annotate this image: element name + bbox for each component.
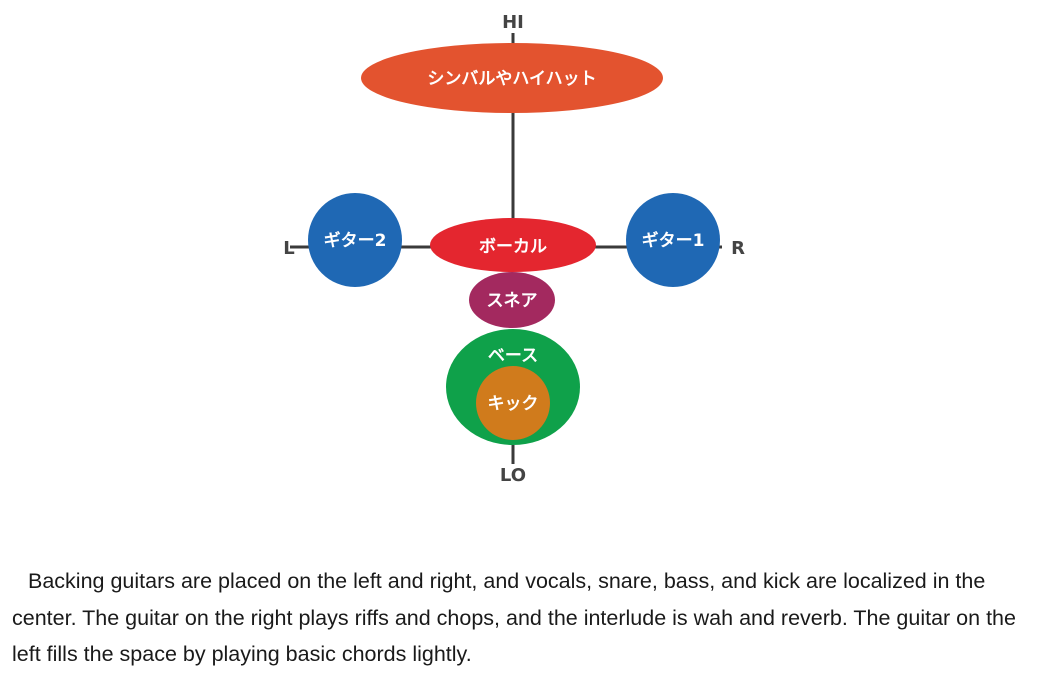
snare-node (469, 272, 555, 328)
snare-label: スネア (487, 291, 538, 311)
axis-label-hi: HI (502, 12, 524, 33)
kick-label: キック (488, 394, 539, 414)
guitar-right-node (626, 193, 720, 287)
cymbals-label: シンバルやハイハット (427, 69, 596, 89)
guitar-left-label: ギター2 (324, 231, 387, 251)
vocals-node (430, 218, 596, 272)
axis-label-left: L (283, 238, 294, 259)
guitar-right-label: ギター1 (642, 231, 705, 251)
guitar-left-node (308, 193, 402, 287)
axis-label-lo: LO (500, 465, 526, 486)
kick-node (476, 366, 550, 440)
vocals-label: ボーカル (479, 237, 547, 257)
bass-label: ベース (488, 346, 538, 366)
sound-placement-diagram: HI LO L R シンバルやハイハット ギター2 ギター1 ボーカル スネア … (283, 12, 745, 486)
cymbals-node (361, 43, 663, 113)
description-paragraph: Backing guitars are placed on the left a… (12, 569, 1016, 666)
axis-label-right: R (731, 238, 745, 259)
